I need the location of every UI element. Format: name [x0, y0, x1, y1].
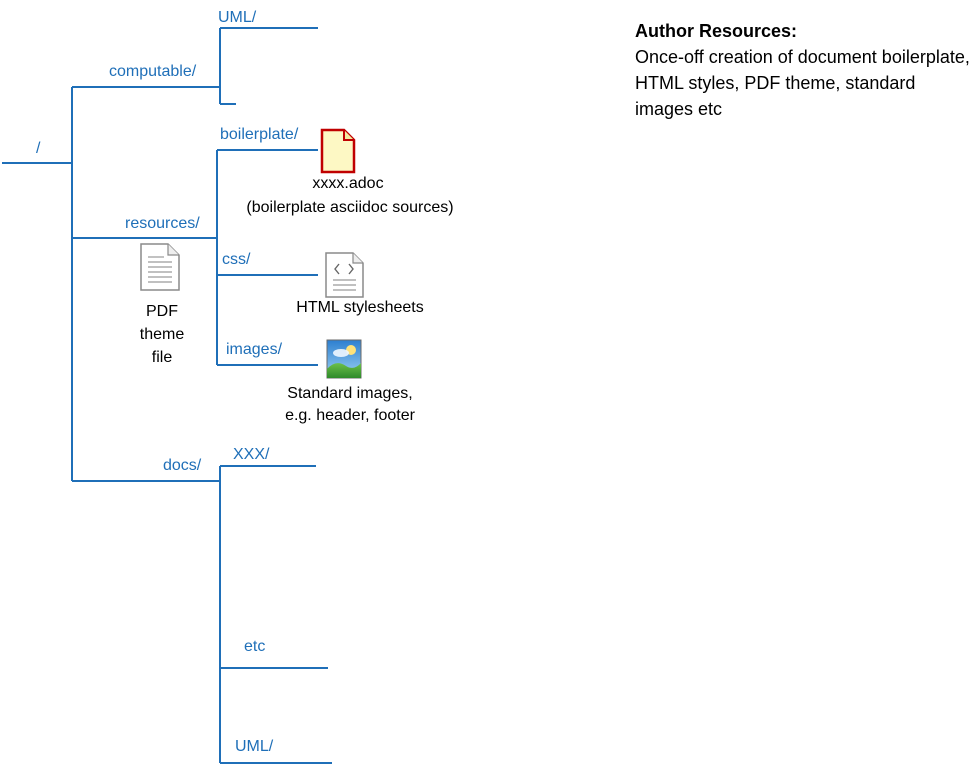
computable-uml-label: UML/ — [218, 9, 257, 26]
author-resources-note: Author Resources: Once-off creation of d… — [635, 18, 975, 122]
root-label: / — [36, 140, 41, 157]
docs-xxx-label: XXX/ — [233, 446, 270, 463]
code-file-icon — [325, 252, 364, 298]
adoc-file-description: (boilerplate asciidoc sources) — [246, 199, 454, 216]
image-file-icon — [326, 339, 362, 379]
docs-label: docs/ — [163, 457, 202, 474]
pdf-caption-line-2: theme — [139, 326, 185, 343]
resources-label: resources/ — [125, 215, 200, 232]
docs-etc-label: etc — [244, 638, 266, 655]
adoc-file-name: xxxx.adoc — [312, 175, 384, 192]
boilerplate-label: boilerplate/ — [220, 126, 299, 143]
pdf-caption-line-3: file — [151, 349, 173, 366]
pdf-theme-caption: PDF theme file — [122, 300, 202, 369]
images-label: images/ — [226, 341, 283, 358]
css-label: css/ — [222, 251, 251, 268]
docs-uml-label: UML/ — [235, 738, 274, 755]
images-caption-line-2: e.g. header, footer — [285, 407, 415, 424]
images-caption-line-1: Standard images, — [287, 385, 413, 402]
document-icon — [140, 243, 180, 291]
images-caption: Standard images, e.g. header, footer — [250, 383, 450, 427]
pdf-caption-line-1: PDF — [146, 303, 178, 320]
computable-label: computable/ — [109, 63, 197, 80]
stylesheets-caption: HTML stylesheets — [296, 299, 424, 316]
note-title: Author Resources: — [635, 21, 798, 41]
adoc-file-caption: xxxx.adoc — [238, 174, 458, 194]
note-body: Once-off creation of document boilerplat… — [635, 47, 970, 119]
adoc-file-icon — [320, 128, 356, 174]
